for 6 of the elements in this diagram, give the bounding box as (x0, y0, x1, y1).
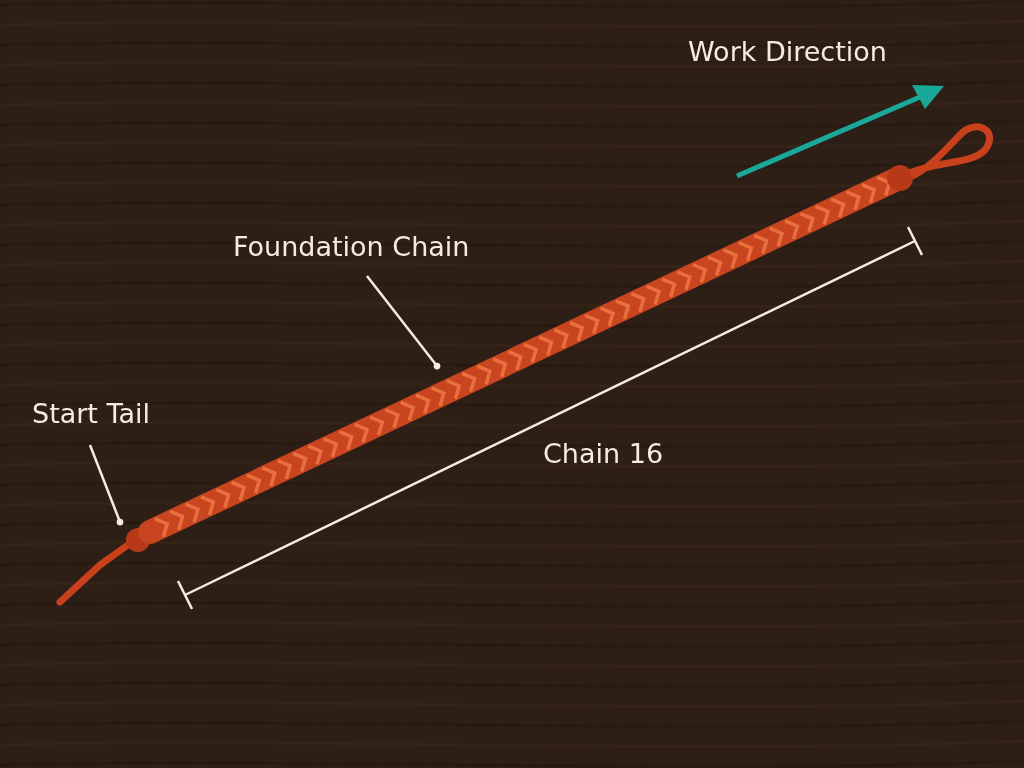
leader-line (366, 275, 441, 370)
callout-label: Foundation Chain (233, 231, 470, 264)
dimension-label: Chain 16 (543, 438, 664, 471)
direction-label: Work Direction (688, 36, 887, 69)
callout-label: Start Tail (32, 398, 151, 431)
leader-line (88, 444, 124, 526)
